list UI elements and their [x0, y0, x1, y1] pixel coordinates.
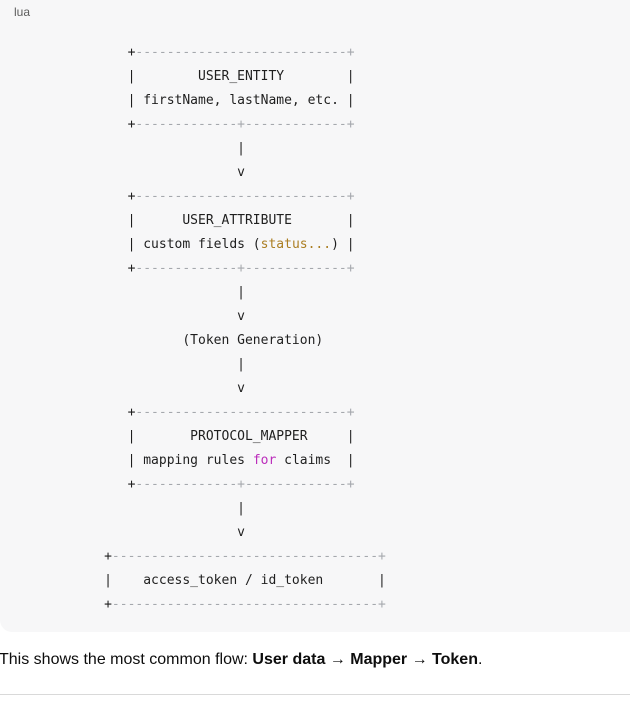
caption-text: This shows the most common flow: User da… — [0, 651, 483, 668]
code-block: lua +---------------------------+ | USER… — [14, 5, 386, 612]
message-divider — [0, 694, 630, 695]
code-language-label: lua — [14, 5, 31, 19]
ascii-diagram-code: +---------------------------+ | USER_ENT… — [18, 45, 386, 612]
